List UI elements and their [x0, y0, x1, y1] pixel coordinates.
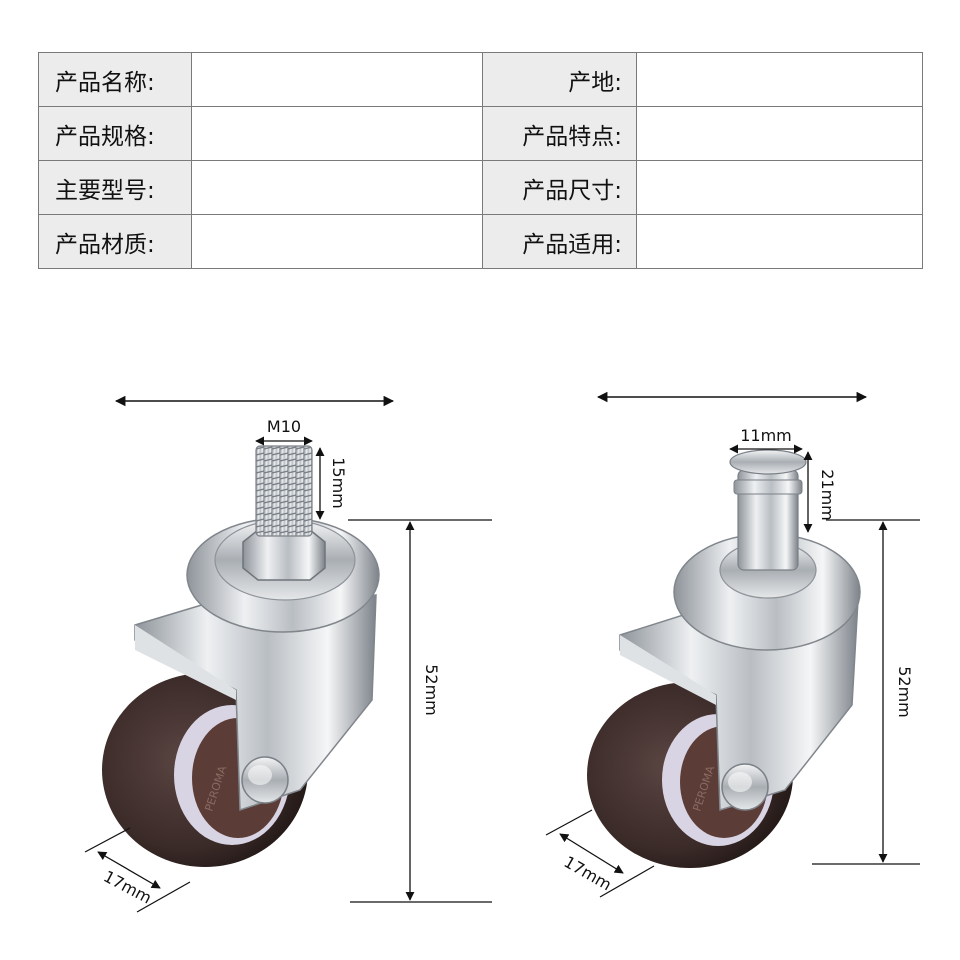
spec-table: 产品名称: 产地: 产品规格: 产品特点: 主要型号: 产品尺寸: 产品材质: …: [38, 52, 923, 269]
stem-diameter-label: 11mm: [740, 426, 792, 445]
wheel-width-label: 17mm: [100, 867, 154, 908]
value-product-spec: [191, 106, 483, 161]
label-material: 产品材质:: [38, 214, 192, 269]
wheel-width-label: 17mm: [561, 852, 615, 894]
label-origin: 产地:: [482, 52, 637, 107]
stem-caster: PEROMA 11mm 21mm 52mm 17mm: [545, 391, 920, 898]
stem-height-label: 21mm: [818, 469, 837, 521]
value-main-model: [191, 160, 483, 215]
value-features: [636, 106, 923, 161]
table-row: 产品名称: 产地:: [38, 52, 923, 107]
thread-label: M10: [267, 417, 301, 436]
stem-height-label: 15mm: [329, 457, 348, 509]
value-application: [636, 214, 923, 269]
threaded-caster: PEROMA M10 15mm 52mm 17mm: [84, 395, 492, 913]
total-height-label: 52mm: [895, 666, 914, 718]
value-material: [191, 214, 483, 269]
value-product-name: [191, 52, 483, 107]
total-height-label: 52mm: [422, 664, 441, 716]
hex-nut: [242, 529, 326, 581]
label-product-name: 产品名称:: [38, 52, 192, 107]
label-features: 产品特点:: [482, 106, 637, 161]
value-product-size: [636, 160, 923, 215]
label-product-size: 产品尺寸:: [482, 160, 637, 215]
table-row: 产品材质: 产品适用:: [38, 214, 923, 269]
label-application: 产品适用:: [482, 214, 637, 269]
table-row: 产品规格: 产品特点:: [38, 106, 923, 161]
threaded-stem: [255, 445, 313, 537]
value-origin: [636, 52, 923, 107]
